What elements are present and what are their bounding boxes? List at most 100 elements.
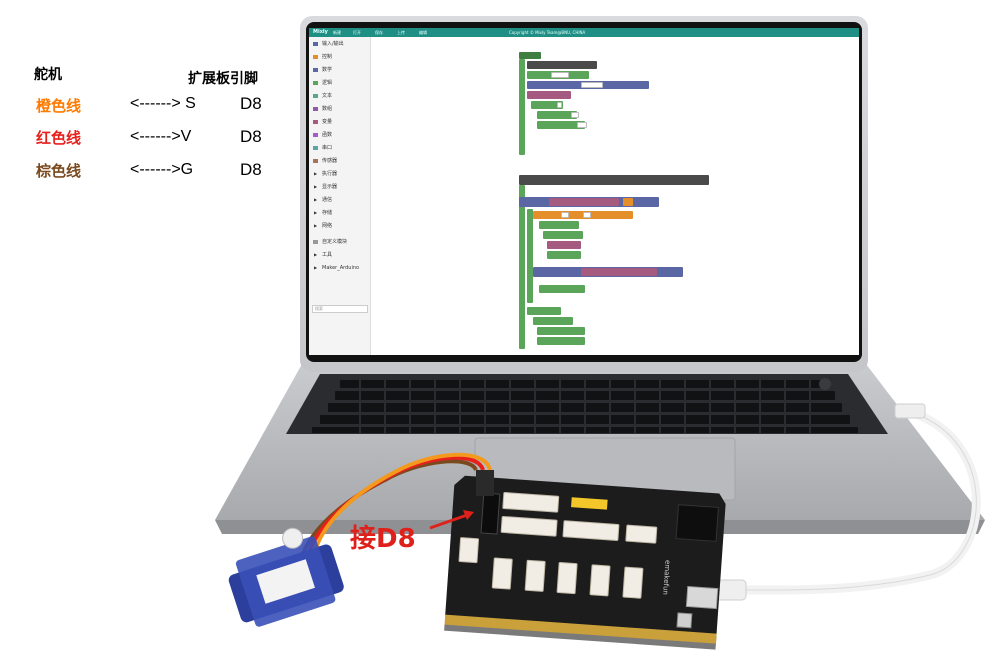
category-icon — [313, 240, 318, 244]
category-math[interactable]: 数学 — [309, 65, 371, 75]
digital-read-block-2[interactable] — [581, 268, 657, 276]
delay-block[interactable] — [539, 285, 585, 293]
servo-write-angle[interactable] — [547, 241, 581, 249]
toolbar-upload-button[interactable]: 上传 — [397, 30, 405, 35]
legend-arrow-s: <------> S — [130, 95, 196, 112]
category-icon — [313, 94, 318, 98]
category-custom-module[interactable]: 自定义模块 — [309, 237, 371, 247]
category-label: 输入/输出 — [322, 41, 344, 47]
servo-attach-block[interactable] — [527, 91, 571, 99]
category-io[interactable]: 输入/输出 — [309, 39, 371, 49]
category-icon — [313, 120, 318, 124]
copyright-text: Copyright © Mixly Team@BNU, CHINA — [509, 30, 586, 35]
category-serial[interactable]: 串口 — [309, 143, 371, 153]
toolbar-open-button[interactable]: 打开 — [353, 30, 361, 35]
setup-block-header[interactable] — [519, 52, 541, 59]
category-display[interactable]: ▶ 显示器 — [309, 182, 371, 192]
mixly-toolbar: Mixly 新建 打开 保存 上传 编辑 Copyright © Mixly T… — [309, 28, 859, 37]
else-servo-pin[interactable] — [533, 317, 573, 325]
else-servo-angle[interactable] — [537, 327, 585, 335]
loop-comment-block[interactable] — [519, 175, 709, 185]
category-tools[interactable]: ▶工具 — [309, 250, 371, 260]
category-icon — [313, 42, 318, 46]
block-workspace[interactable] — [371, 37, 859, 355]
for-start-value[interactable] — [561, 212, 569, 218]
pin-variable-field[interactable] — [581, 82, 603, 88]
servo-angle-block[interactable] — [537, 111, 577, 119]
callout-arrow-icon — [429, 512, 471, 530]
arduino-expansion-board: emakefun — [444, 475, 726, 650]
legend-pin-1: D8 — [240, 94, 262, 113]
orange-wire — [310, 452, 492, 571]
category-text[interactable]: 文本 — [309, 91, 371, 101]
category-icon — [313, 133, 318, 137]
usb-port — [685, 585, 719, 610]
legend-wire-red: 红色线 — [36, 129, 82, 147]
category-icon — [313, 159, 318, 163]
setup-block-body[interactable] — [519, 59, 525, 155]
category-label: 自定义模块 — [322, 239, 348, 245]
servo-pin-value[interactable] — [557, 102, 562, 108]
category-array[interactable]: 数组 — [309, 104, 371, 114]
category-icon — [313, 107, 318, 111]
expand-arrow-icon: ▶ — [314, 184, 318, 189]
category-label: 网络 — [322, 223, 333, 229]
toolbar-new-button[interactable]: 新建 — [333, 30, 341, 35]
servo-write-delay[interactable] — [547, 251, 581, 259]
category-function[interactable]: 函数 — [309, 130, 371, 140]
yellow-header — [571, 497, 608, 510]
category-label: 工具 — [322, 252, 333, 258]
category-label: 数组 — [322, 106, 333, 112]
servo-angle-value[interactable] — [571, 112, 579, 118]
loop-block-body[interactable] — [519, 185, 525, 349]
servo-write-pin[interactable] — [543, 231, 583, 239]
else-servo-delay[interactable] — [537, 337, 585, 345]
connect-d8-label: 接D8 — [350, 524, 416, 554]
baud-value[interactable] — [551, 72, 569, 78]
category-label: 传感器 — [322, 158, 338, 164]
if-body[interactable] — [527, 209, 533, 303]
legend-header-servo: 舵机 — [34, 67, 62, 83]
legend-wire-brown: 棕色线 — [36, 162, 82, 180]
category-icon — [313, 55, 318, 59]
category-label: 串口 — [322, 145, 333, 151]
toolbar-edit-button[interactable]: 编辑 — [419, 30, 427, 35]
category-logic[interactable]: 逻辑 — [309, 78, 371, 88]
legend-header-pin: 扩展板引脚 — [188, 71, 258, 87]
dc-jack — [675, 504, 719, 542]
servo-delay-block[interactable] — [537, 121, 585, 129]
legend-pin-2: D8 — [240, 127, 262, 146]
setup-comment-block[interactable] — [527, 61, 597, 69]
category-label: 逻辑 — [322, 80, 333, 86]
category-network[interactable]: ▶网络 — [309, 221, 371, 231]
category-communication[interactable]: ▶通信 — [309, 195, 371, 205]
laptop-screen: Mixly 新建 打开 保存 上传 编辑 Copyright © Mixly T… — [309, 28, 859, 355]
category-storage[interactable]: ▶存储 — [309, 208, 371, 218]
toolbar-save-button[interactable]: 保存 — [375, 30, 383, 35]
servo-delay-value[interactable] — [577, 122, 587, 128]
block-search-input[interactable]: 搜索 — [312, 305, 368, 313]
category-maker-arduino[interactable]: ▶Maker_Arduino — [309, 263, 371, 273]
category-label: 显示器 — [322, 184, 338, 190]
category-variable[interactable]: 变量 — [309, 117, 371, 127]
legend-wire-orange: 橙色线 — [36, 97, 82, 115]
category-label: 执行器 — [322, 171, 338, 177]
block-category-sidebar: 输入/输出 控制 数学 逻辑 文本 数组 变量 函数 串口 传感器 ▶执行器 ▶… — [309, 37, 371, 355]
category-label: 文本 — [322, 93, 333, 99]
category-label: 通信 — [322, 197, 333, 203]
servo-pin-block[interactable] — [531, 101, 563, 109]
servo-plug — [476, 470, 494, 496]
for-end-value[interactable] — [583, 212, 591, 218]
board-silkscreen: emakefun — [661, 560, 671, 595]
power-button — [819, 378, 831, 390]
digital-read-block[interactable] — [549, 198, 619, 206]
category-sensor[interactable]: 传感器 — [309, 156, 371, 166]
category-control[interactable]: 控制 — [309, 52, 371, 62]
category-label: 存储 — [322, 210, 333, 216]
else-servo-block[interactable] — [527, 307, 561, 315]
compare-value[interactable] — [623, 198, 633, 206]
servo-write-block[interactable] — [539, 221, 579, 229]
category-actuator[interactable]: ▶执行器 — [309, 169, 371, 179]
